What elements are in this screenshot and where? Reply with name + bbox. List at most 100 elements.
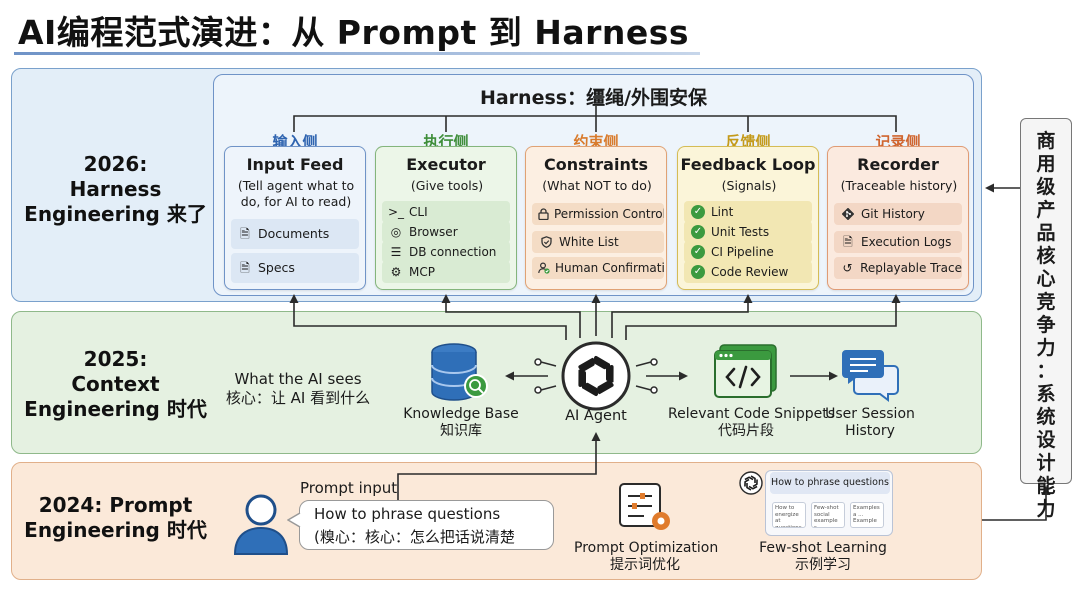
git-icon (840, 208, 856, 220)
list-item: ◎ Browser (382, 221, 510, 243)
list-item: ✓ CI Pipeline (684, 241, 812, 263)
few-shot-card-head: How to phrase questions (770, 472, 890, 494)
list-item: Human Confirmation (532, 257, 664, 279)
side-label-char: 计 (1036, 452, 1056, 474)
bubble-tail (287, 512, 301, 528)
item-label: DB connection (409, 245, 497, 259)
era-2025-line3: Engineering 时代 (24, 397, 207, 421)
knowledge-base-label: Knowledge Base 知识库 (396, 406, 526, 440)
optimization-en: Prompt Optimization (574, 540, 719, 556)
item-label: Permission Control (554, 207, 664, 221)
check-icon: ✓ (690, 205, 706, 219)
kb-en: Knowledge Base (403, 406, 519, 422)
side-label-char: 心 (1036, 268, 1056, 290)
item-label: MCP (409, 265, 435, 279)
side-label-char: 争 (1036, 314, 1056, 336)
context-desc-line2: 核心：让 AI 看到什么 (225, 389, 371, 407)
shield-icon (538, 236, 554, 248)
era-label-2025: 2025: Context Engineering 时代 (18, 347, 213, 422)
list-item: ⚙ MCP (382, 261, 510, 283)
side-label-char: 系 (1036, 383, 1056, 405)
card-executor: Executor (Give tools) >_ CLI ◎ Browser ☰… (375, 146, 517, 290)
prompt-optimization-label: Prompt Optimization 提示词优化 (574, 540, 719, 574)
user-avatar-icon (233, 494, 289, 555)
card-recorder: Recorder (Traceable history) Git History… (827, 146, 969, 290)
card-title: Feedback Loop (680, 155, 816, 174)
item-label: Lint (711, 205, 734, 219)
side-label-char: 统 (1036, 406, 1056, 428)
history-icon: ↺ (842, 261, 853, 275)
example-item: How to energize at questions... (772, 502, 806, 528)
item-label: Execution Logs (861, 235, 952, 249)
list-item: ☰ DB connection (382, 241, 510, 263)
item-label: White List (559, 235, 619, 249)
list-item: ↺ Replayable Trace (834, 257, 962, 279)
side-label-char: 设 (1036, 429, 1056, 451)
side-label-char: 能 (1036, 475, 1056, 497)
list-item: >_ CLI (382, 201, 510, 223)
list-item: 🗎 Specs (231, 253, 359, 283)
bubble-line1: How to phrase questions (314, 505, 501, 523)
era-2025-line2: Context (71, 372, 160, 396)
context-description: What the AI sees 核心：让 AI 看到什么 (218, 370, 378, 408)
snippets-en: Relevant Code Snippets (668, 406, 836, 422)
side-label-char: 力 (1036, 498, 1056, 520)
side-label-char: 核 (1036, 245, 1056, 267)
card-subtitle: (Traceable history) (840, 178, 958, 193)
list-item: ✓ Lint (684, 201, 812, 223)
list-item: Permission Control (532, 203, 664, 225)
check-icon: ✓ (690, 225, 706, 239)
card-constraints: Constraints (What NOT to do) Permission … (525, 146, 667, 290)
side-label-char: 用 (1036, 153, 1056, 175)
list-item: 🗎 Execution Logs (834, 231, 962, 253)
side-label-char: 商 (1036, 130, 1056, 152)
item-label: CI Pipeline (711, 245, 774, 259)
title-underline (14, 52, 700, 55)
card-subtitle: (Give tools) (410, 178, 484, 193)
side-label-box (1020, 118, 1072, 484)
prompt-optimization-icon (619, 483, 670, 530)
card-title: Input Feed (246, 155, 344, 174)
list-item: 🗎 Documents (231, 219, 359, 249)
card-subtitle: (Signals) (721, 178, 777, 193)
card-feedback-loop: Feedback Loop (Signals) ✓ Lint ✓ Unit Te… (677, 146, 819, 290)
page-title: AI编程范式演进：从 Prompt 到 Harness (18, 13, 690, 52)
ai-logo-icon (739, 471, 763, 495)
chat-bubble-icon (842, 350, 899, 402)
session-line2: History (845, 423, 895, 439)
era-2024-line2: Engineering 时代 (24, 518, 207, 542)
card-title: Constraints (543, 155, 649, 174)
arrow-agent-to-executor (441, 294, 581, 338)
snippets-zh: 代码片段 (718, 423, 774, 439)
item-label: Documents (258, 226, 330, 241)
item-label: Browser (409, 225, 458, 239)
fewshot-zh: 示例学习 (795, 557, 851, 573)
user-session-label: User Session History (822, 406, 918, 440)
side-label-char: ： (1036, 360, 1056, 382)
session-line1: User Session (825, 406, 915, 422)
item-label: Specs (258, 260, 295, 275)
era-label-2026: 2026: Harness Engineering 来了 (18, 152, 213, 227)
bubble-line2: (糗心：核心：怎么把话说清楚 (314, 528, 515, 546)
example-item: Few-shot social example s... (811, 502, 845, 528)
harness-title: Harness：缰绳/外围安保 (479, 87, 708, 109)
document-icon: 🗎 (240, 227, 250, 241)
ai-agent-label: AI Agent (565, 408, 627, 424)
era-label-2024: 2024: Prompt Engineering 时代 (18, 493, 213, 543)
side-label: 商用级产品核心竞争力：系统设计能力 (1020, 130, 1072, 521)
browser-icon: ◎ (390, 225, 402, 239)
check-icon: ✓ (690, 265, 706, 279)
card-subtitle: (What NOT to do) (542, 178, 652, 193)
item-label: Replayable Trace (860, 261, 962, 275)
user-check-icon (538, 262, 550, 274)
database-icon (431, 343, 488, 401)
arrow-prompt-to-agent (397, 432, 601, 500)
database-icon: ☰ (390, 245, 402, 259)
side-label-char: 品 (1036, 222, 1056, 244)
card-title: Recorder (857, 155, 939, 174)
code-snippets-label: Relevant Code Snippets 代码片段 (668, 406, 836, 440)
fewshot-en: Few-shot Learning (759, 540, 887, 556)
side-label-char: 力 (1036, 337, 1056, 359)
prompt-input-label: Prompt input (300, 479, 398, 497)
context-desc-line1: What the AI sees (234, 370, 362, 388)
